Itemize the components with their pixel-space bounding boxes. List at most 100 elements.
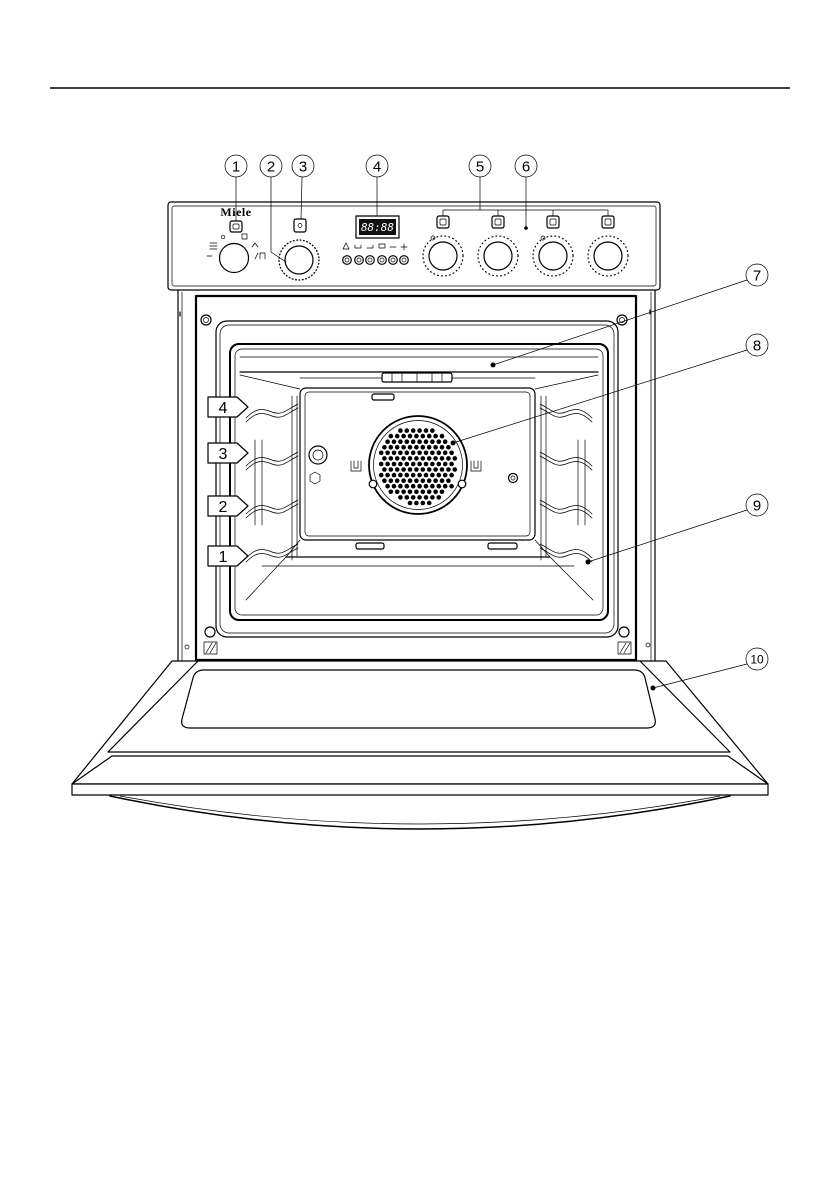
timer-button-2 (355, 256, 364, 265)
hob-indicator-4 (602, 216, 614, 228)
function-selector-knob (220, 244, 249, 273)
fan-hole (395, 478, 400, 483)
fan-hole (414, 445, 419, 450)
oven-body: 4 3 2 1 (178, 289, 655, 664)
hob-indicator-3 (547, 216, 559, 228)
fan-hole (385, 462, 390, 467)
fan-hole (437, 473, 442, 478)
fan-hole (385, 484, 390, 489)
leader-dot-9 (586, 560, 591, 565)
fan-hole (453, 456, 458, 461)
fan-hole (398, 462, 403, 467)
fan-hole (424, 462, 429, 467)
fan-hole (449, 484, 454, 489)
fan-hole (408, 456, 413, 461)
fan-hole (401, 490, 406, 495)
callout-2: 2 (260, 155, 282, 177)
fan-hole (421, 456, 426, 461)
fan-hole (389, 490, 394, 495)
fan-hole (430, 495, 435, 500)
fan-cover (369, 416, 467, 514)
fan-hole (392, 451, 397, 456)
callout-3-label: 3 (299, 159, 307, 176)
fan-hole (411, 451, 416, 456)
fan-hole (427, 434, 432, 439)
fan-hole (382, 456, 387, 461)
timer-display-text: 88:88 (361, 221, 394, 234)
fan-hole (408, 467, 413, 472)
fan-hole (424, 484, 429, 489)
fan-hole (405, 495, 410, 500)
fan-hole (430, 473, 435, 478)
fan-hole (421, 490, 426, 495)
back-wall-top-tab (372, 394, 394, 400)
fan-hole (385, 451, 390, 456)
leader-dot-7 (491, 363, 496, 368)
fan-hole (430, 451, 435, 456)
fan-hole (437, 462, 442, 467)
fan-hole (430, 462, 435, 467)
fan-hole (417, 484, 422, 489)
fan-hole (427, 501, 432, 506)
fan-hole (408, 478, 413, 483)
back-wall-bottom-tab-right (488, 543, 517, 549)
fan-hole (417, 462, 422, 467)
callout-6: 6 (515, 155, 537, 177)
fan-hole (398, 439, 403, 444)
oven-door (72, 661, 768, 829)
door-front-strip (72, 756, 768, 784)
fan-hole (440, 456, 445, 461)
callout-6-label: 6 (522, 159, 530, 176)
fan-hole (385, 439, 390, 444)
fan-hole (446, 478, 451, 483)
callout-5: 5 (469, 155, 491, 177)
callout-4: 4 (366, 155, 388, 177)
fan-hole (398, 451, 403, 456)
fan-hole (424, 428, 429, 433)
fan-hole (427, 490, 432, 495)
fan-hole (408, 434, 413, 439)
timer-button-1 (343, 256, 352, 265)
fan-hole (395, 434, 400, 439)
fan-hole (427, 445, 432, 450)
fan-hole (405, 473, 410, 478)
callout-4-label: 4 (373, 159, 381, 176)
timer-button-4 (378, 256, 387, 265)
fan-hole (401, 445, 406, 450)
temperature-knob (285, 246, 313, 274)
fan-hole (389, 467, 394, 472)
fan-hole (398, 428, 403, 433)
fan-hole (379, 473, 384, 478)
fan-hole (405, 451, 410, 456)
fan-hole (446, 467, 451, 472)
door-handle-inner (120, 796, 720, 824)
fan-hole (421, 434, 426, 439)
timer-button-3 (366, 256, 375, 265)
fan-hole (433, 434, 438, 439)
fan-hole (443, 462, 448, 467)
fan-hole (398, 484, 403, 489)
fan-hole (427, 467, 432, 472)
fan-hole (427, 456, 432, 461)
fan-hole (392, 439, 397, 444)
shelf-label-2-text: 2 (219, 499, 228, 516)
fan-hole (382, 478, 387, 483)
door-bottom-edge (72, 784, 768, 795)
fan-hole (398, 495, 403, 500)
fan-hole (401, 434, 406, 439)
fan-hole (414, 456, 419, 461)
shelf-label-1-text: 1 (219, 549, 228, 566)
callout-7: 7 (746, 264, 768, 286)
fan-hole (440, 478, 445, 483)
fan-hole (437, 495, 442, 500)
fan-hole (433, 490, 438, 495)
fan-hole (421, 445, 426, 450)
leader-dot-10 (651, 686, 656, 691)
fan-hole (449, 462, 454, 467)
fan-hole (411, 495, 416, 500)
fan-hole (414, 478, 419, 483)
fan-hole (411, 462, 416, 467)
fan-hole (405, 428, 410, 433)
fan-hole (443, 451, 448, 456)
